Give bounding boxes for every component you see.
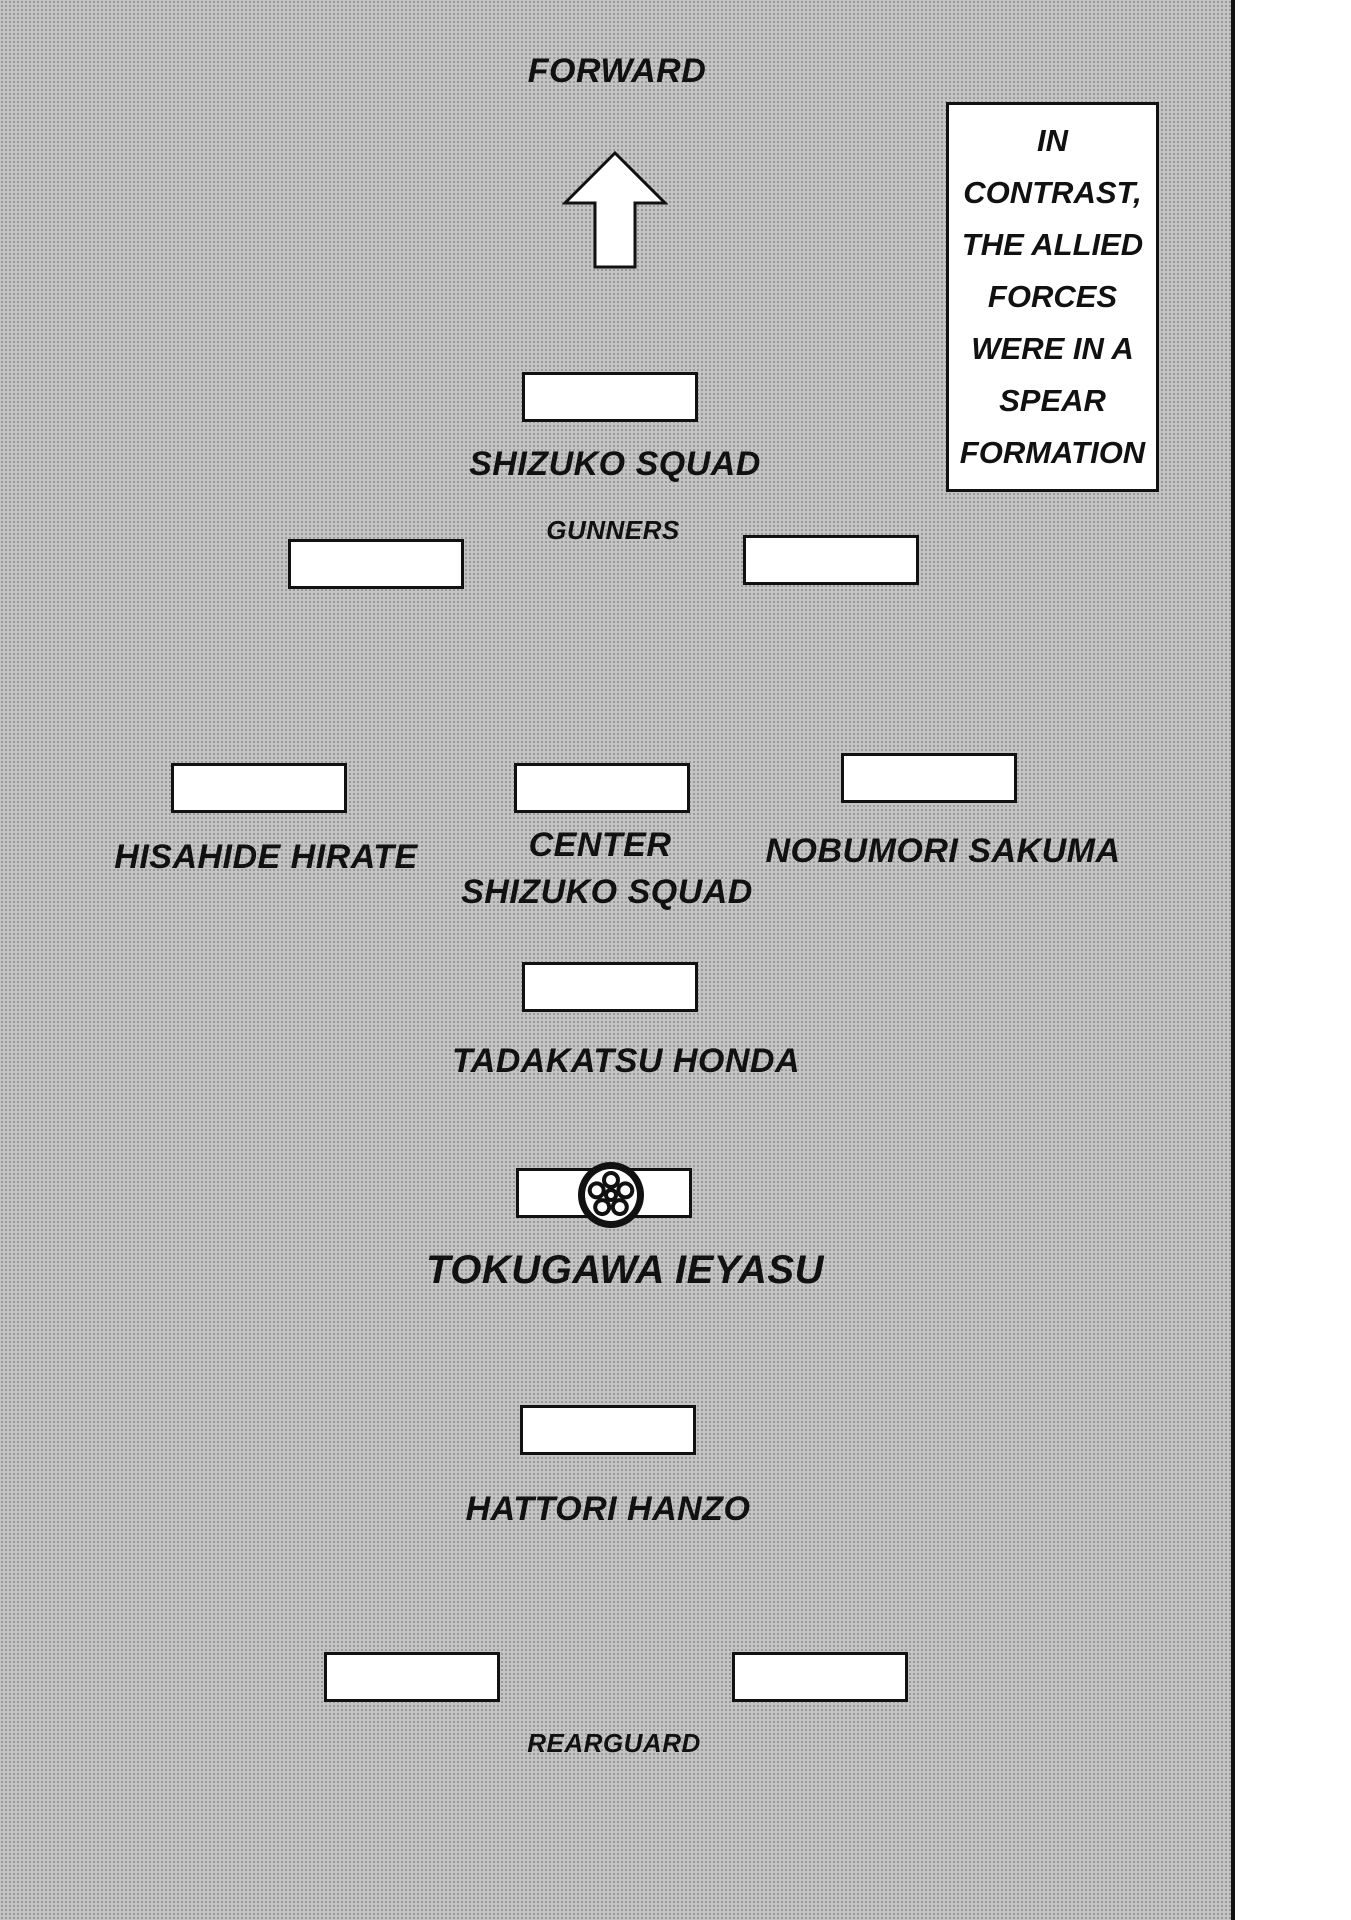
unit-center [514,763,690,813]
label-center-line1: CENTER [528,826,672,864]
label-vanguard: SHIZUKO SQUAD [469,445,761,483]
tokugawa-crest-icon [578,1162,644,1228]
unit-gunners-right [743,535,919,585]
label-center-line2: SHIZUKO SQUAD [461,873,753,911]
unit-rearguard-left [324,1652,500,1702]
label-rearguard: REARGUARD [527,1728,701,1758]
unit-left-wing [171,763,347,813]
note-text: IN CONTRAST, THE ALLIED FORCES WERE IN A… [959,123,1146,470]
up-arrow-icon [562,150,668,269]
label-honda: TADAKATSU HONDA [451,1042,801,1080]
label-gunners: GUNNERS [546,515,680,545]
formation-diagram: FORWARD IN CONTRAST, THE ALLIED FORCES W… [0,0,1235,1920]
unit-right-wing [841,753,1017,803]
label-hanzo: HATTORI HANZO [465,1490,751,1528]
label-ieyasu: TOKUGAWA IEYASU [426,1248,824,1292]
note-box: IN CONTRAST, THE ALLIED FORCES WERE IN A… [946,102,1159,492]
unit-vanguard [522,372,698,422]
label-right-wing: NOBUMORI SAKUMA [765,832,1121,870]
forward-label: FORWARD [527,52,707,90]
label-left-wing: HISAHIDE HIRATE [114,838,418,876]
unit-gunners-left [288,539,464,589]
unit-rearguard-right [732,1652,908,1702]
unit-hanzo [520,1405,696,1455]
unit-honda [522,962,698,1012]
